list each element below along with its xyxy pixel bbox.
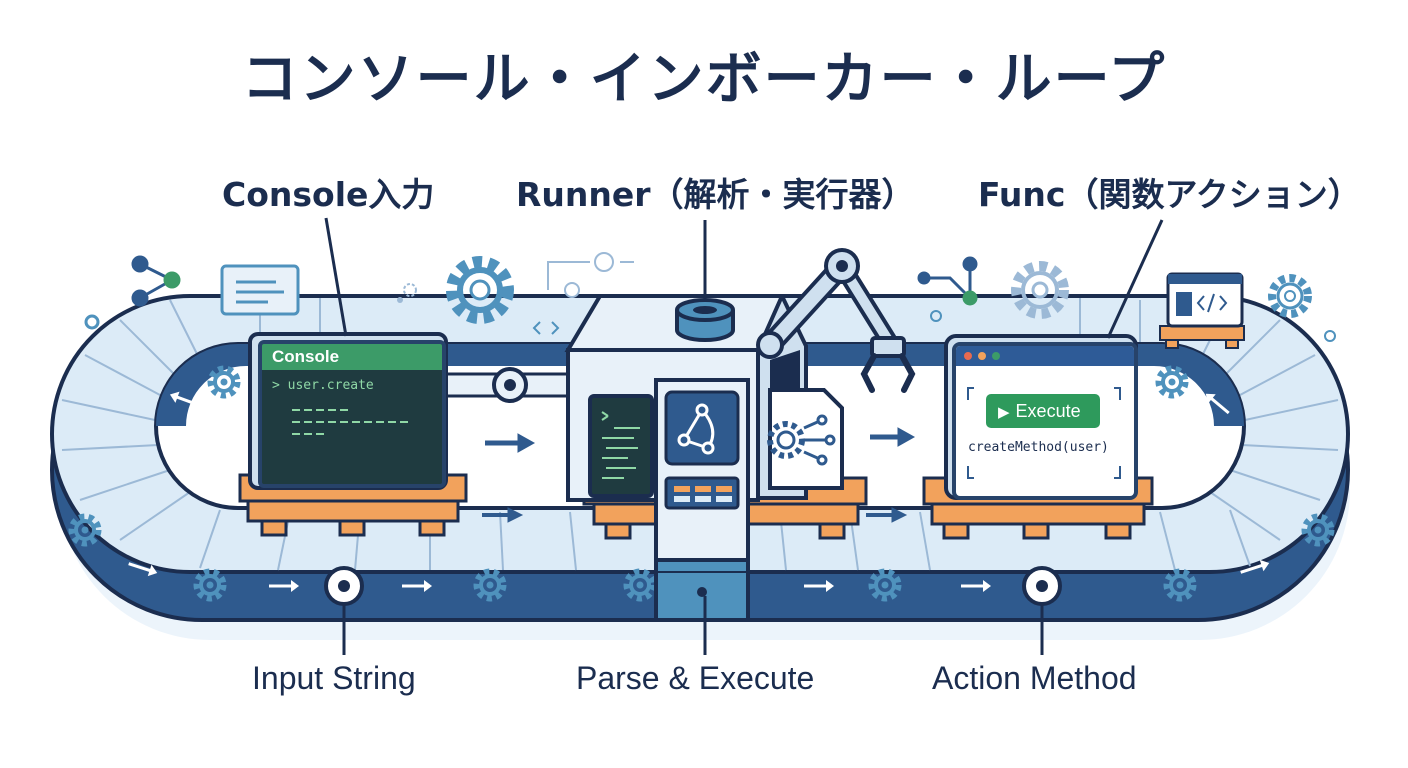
window-dot-icon [978,352,986,360]
console-screen: Console > user.create [258,340,446,488]
console-header: Console [262,344,442,370]
label-action-method: Action Method [932,660,1137,696]
func-titlebar [956,346,1134,366]
code-window-icon [1159,272,1245,349]
label-func: Func（関数アクション） [978,175,1361,214]
flow-arrow-icon [482,427,916,523]
code-icon [532,321,560,335]
console-command: > user.create [272,378,374,393]
diagram-title: コンソール・インボーカー・ループ [241,47,1167,112]
window-dot-icon [964,352,972,360]
window-icon [220,264,300,316]
execute-button[interactable]: ▶ Execute [986,394,1100,428]
label-runner: Runner（解析・実行器） [516,175,915,214]
func-brackets [967,387,1121,479]
label-input-string: Input String [252,660,416,696]
connector-pipe [438,367,582,403]
runner-machine [564,294,808,622]
decorative-icons [84,252,1336,349]
circuit-icon [547,252,634,298]
document-gear-icon [767,388,844,490]
func-code: createMethod(user) [968,440,1109,455]
gear-icon [1011,261,1069,319]
robot-arm-icon [756,248,916,393]
share-icon [917,256,978,306]
roller-icon [324,566,1062,606]
label-console-input: Console入力 [222,175,435,214]
gear-icon [1268,274,1312,318]
execute-button-label: Execute [1015,401,1081,421]
gear-icon [446,256,514,324]
label-parse-execute: Parse & Execute [576,660,815,696]
node-graph-icon [677,403,715,455]
play-icon: ▶ [998,404,1010,421]
callout-lines [324,217,1164,655]
window-dot-icon [992,352,1000,360]
func-window: ▶ Execute createMethod(user) [952,342,1138,500]
console-output-lines [292,409,410,435]
share-icon [131,255,181,307]
